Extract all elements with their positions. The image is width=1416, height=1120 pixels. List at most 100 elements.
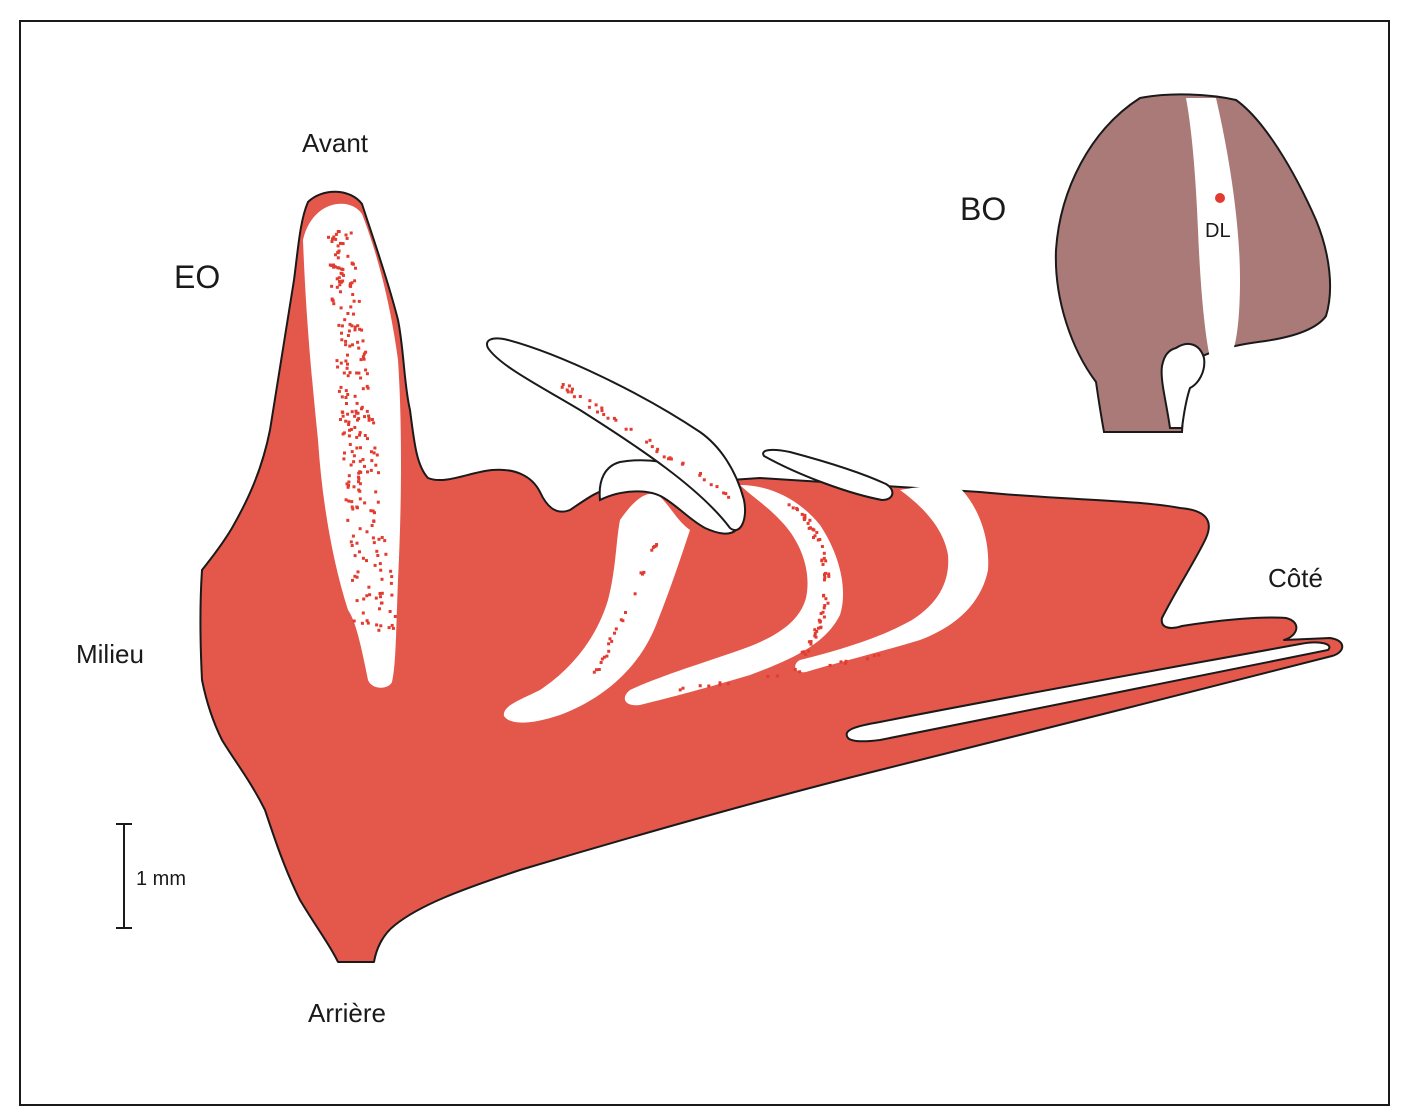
cell-dot: [629, 427, 633, 431]
cell-dot: [344, 339, 348, 343]
cell-dot: [351, 343, 354, 347]
cell-dot: [726, 682, 730, 686]
cell-dot: [812, 536, 815, 539]
cell-dot: [330, 240, 334, 243]
cell-dot: [353, 426, 357, 429]
cell-dot: [602, 655, 606, 659]
cell-dot: [367, 585, 371, 589]
cell-dot: [633, 592, 637, 596]
cell-dot: [344, 498, 348, 502]
cell-dot: [340, 324, 344, 328]
cell-dot: [365, 559, 368, 563]
cell-dot: [380, 536, 384, 539]
cell-dot: [361, 355, 365, 359]
cell-dot: [352, 454, 356, 458]
cell-dot: [819, 625, 823, 629]
cell-dot: [348, 322, 352, 326]
cell-dot: [389, 569, 393, 573]
cell-dot: [828, 663, 832, 667]
cell-dot: [822, 556, 826, 560]
cell-dot: [365, 530, 369, 534]
cell-dot: [367, 414, 371, 418]
cell-dot: [393, 615, 397, 618]
cell-dot: [380, 577, 384, 581]
cell-dot: [650, 445, 654, 449]
cell-dot: [350, 410, 354, 414]
cell-dot: [364, 368, 368, 372]
cell-dot: [348, 344, 352, 348]
cell-dot: [347, 420, 351, 424]
cell-dot: [358, 327, 362, 331]
cell-dot: [823, 573, 826, 577]
cell-dot: [365, 384, 369, 388]
cell-dot: [335, 285, 339, 289]
cell-dot: [344, 396, 348, 399]
cell-dot: [361, 611, 365, 615]
cell-dot: [384, 552, 388, 556]
cell-dot: [366, 437, 369, 441]
cell-dot: [345, 402, 348, 405]
cell-dot: [807, 640, 811, 644]
cell-dot: [819, 612, 823, 615]
cell-dot: [339, 361, 343, 365]
cell-dot: [346, 374, 350, 378]
cell-dot: [602, 413, 606, 416]
cell-dot: [357, 480, 360, 484]
cell-dot: [360, 328, 364, 332]
cell-dot: [824, 597, 828, 601]
cell-dot: [820, 545, 824, 548]
cell-dot: [346, 312, 350, 315]
cell-dot: [351, 534, 355, 538]
cell-dot: [350, 281, 354, 285]
cell-dot: [336, 256, 340, 260]
cell-dot: [718, 683, 722, 687]
cell-dot: [354, 266, 357, 270]
cell-dot: [330, 284, 334, 288]
cell-dot: [366, 621, 370, 625]
scale-bar: [116, 823, 132, 929]
cell-dot: [365, 619, 369, 623]
label-eo: EO: [174, 259, 220, 295]
cell-dot: [352, 485, 356, 489]
cell-dot: [650, 548, 654, 552]
cell-dot: [363, 464, 366, 468]
cell-dot: [370, 459, 374, 463]
cell-dot: [343, 318, 347, 322]
cell-dot: [793, 668, 797, 671]
cell-dot: [352, 299, 356, 303]
cell-dot: [614, 627, 618, 631]
cell-dot: [369, 450, 373, 454]
cell-dot: [342, 457, 346, 461]
cell-dot: [358, 459, 362, 463]
cell-dot: [350, 544, 354, 547]
cell-dot: [800, 512, 804, 516]
cell-dot: [379, 595, 382, 599]
cell-dot: [377, 471, 380, 475]
cell-dot: [877, 653, 881, 657]
cell-dot: [379, 568, 383, 572]
cell-dot: [338, 283, 342, 287]
cell-dot: [349, 463, 353, 467]
cell-dot: [624, 611, 627, 614]
cell-dot: [356, 418, 359, 422]
cell-dot: [337, 389, 341, 393]
cell-dot: [572, 395, 576, 399]
label-cote: Côté: [1268, 563, 1323, 593]
cell-dot: [817, 618, 821, 622]
cell-dot: [339, 290, 342, 294]
cell-dot: [350, 324, 354, 328]
cell-dot: [375, 623, 379, 627]
dl-stripe: [1186, 98, 1240, 358]
cell-dot: [348, 443, 352, 446]
cell-dot: [578, 395, 582, 398]
cell-dot: [339, 241, 342, 245]
cell-dot: [824, 559, 828, 563]
cell-dot: [374, 596, 378, 600]
cell-dot: [371, 509, 375, 513]
cell-dot: [369, 509, 373, 513]
cell-dot: [356, 340, 360, 344]
cell-dot: [347, 480, 351, 484]
cell-dot: [333, 265, 337, 269]
cell-dot: [361, 458, 365, 462]
cell-dot: [349, 305, 353, 309]
